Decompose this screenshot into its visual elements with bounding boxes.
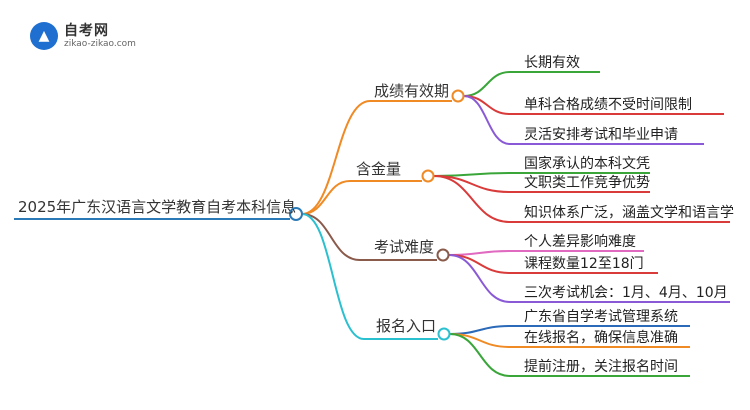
branch-topic-3[interactable]: 考试难度 [374, 238, 435, 256]
leaf-topic-3-1[interactable]: 个人差异影响难度 [524, 234, 636, 250]
connector-root-branch-4 [301, 213, 365, 340]
root-topic[interactable]: 2025年广东汉语言文学教育自考本科信息 [18, 198, 297, 216]
connector-branch-1-leaf-3 [463, 95, 511, 145]
leaf-topic-4-3[interactable]: 提前注册，关注报名时间 [524, 359, 678, 375]
connector-branch-4-leaf-1 [449, 325, 511, 335]
root-node [289, 207, 303, 221]
connector-root-branch-3 [301, 213, 361, 261]
branch-node-4 [437, 327, 451, 341]
connector-branch-4-leaf-3 [449, 333, 511, 377]
branch-topic-1[interactable]: 成绩有效期 [374, 82, 450, 100]
branch-topic-4[interactable]: 报名入口 [376, 317, 437, 335]
connector-root-branch-2 [301, 180, 351, 215]
graduation-cap-icon: ▲ [30, 22, 58, 50]
leaf-topic-1-2[interactable]: 单科合格成绩不受时间限制 [524, 97, 692, 113]
connector-branch-1-leaf-1 [463, 71, 511, 97]
leaf-topic-2-3[interactable]: 知识体系广泛，涵盖文学和语言学 [524, 205, 734, 221]
leaf-topic-2-1[interactable]: 国家承认的本科文凭 [524, 156, 650, 172]
leaf-topic-1-3[interactable]: 灵活安排考试和毕业申请 [524, 127, 678, 143]
site-logo[interactable]: ▲ 自考网 zikao-zikao.com [30, 20, 140, 56]
leaf-topic-4-1[interactable]: 广东省自学考试管理系统 [524, 309, 678, 325]
connector-branch-2-leaf-1 [433, 172, 511, 177]
logo-url: zikao-zikao.com [64, 39, 136, 49]
connector-branch-3-leaf-1 [448, 250, 511, 256]
connector-root-branch-1 [301, 100, 371, 215]
leaf-topic-3-2[interactable]: 课程数量12至18门 [524, 256, 644, 272]
branch-node-1 [451, 89, 465, 103]
logo-name: 自考网 [64, 23, 109, 39]
branch-node-3 [436, 248, 450, 262]
leaf-topic-2-2[interactable]: 文职类工作竞争优势 [524, 175, 650, 191]
connector-branch-2-leaf-3 [433, 175, 511, 223]
connector-branch-3-leaf-3 [448, 254, 511, 303]
branch-topic-2[interactable]: 含金量 [356, 160, 402, 178]
leaf-topic-1-1[interactable]: 长期有效 [524, 55, 580, 71]
leaf-topic-4-2[interactable]: 在线报名，确保信息准确 [524, 330, 678, 346]
leaf-topic-3-3[interactable]: 三次考试机会：1月、4月、10月 [524, 285, 728, 301]
branch-node-2 [421, 169, 435, 183]
